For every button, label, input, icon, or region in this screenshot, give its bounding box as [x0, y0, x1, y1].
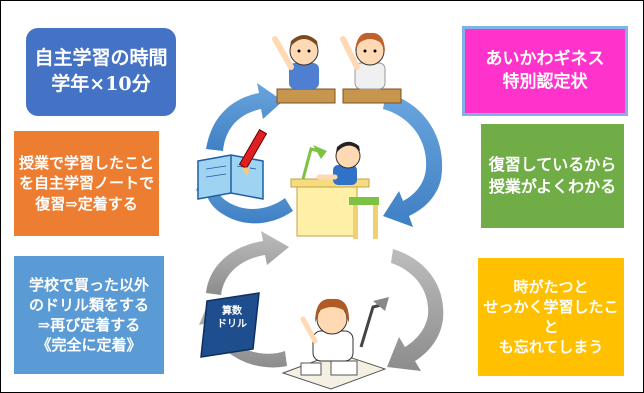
forgetting-line3: も忘れてしまう — [498, 338, 604, 357]
arrow-students-to-desk — [383, 93, 443, 227]
forgetting-line1: 時がたつと — [513, 277, 589, 296]
review-line2: を自主学習ノートで — [18, 174, 154, 193]
notebook-pencil-icon — [197, 128, 268, 200]
award-certificate-box: あいかわギネス 特別認定状 — [462, 26, 628, 116]
drills-line2: のドリル類をする — [28, 295, 149, 314]
review-line1: 授業で学習したこと — [18, 154, 154, 173]
forgetting-line2: せっかく学習したこと — [483, 297, 619, 336]
drill-book-line1: 算数 — [222, 306, 242, 317]
drills-line1: 学校で買った以外 — [28, 275, 149, 294]
drills-line4: 《完全に定着》 — [36, 336, 142, 355]
drills-line3: ⇒再び定着する — [37, 316, 141, 334]
drill-book-line2: ドリル — [217, 319, 247, 330]
review-in-notebook-box: 授業で学習したこと を自主学習ノートで 復習⇒定着する — [14, 131, 159, 236]
award-line2: 特別認定状 — [502, 72, 588, 92]
arrow-desk-to-notebook — [196, 161, 293, 224]
girl-doing-drill-illustration — [281, 297, 389, 390]
award-line1: あいかわギネス — [485, 49, 605, 70]
study-time-box: 自主学習の時間 学年×10分 — [26, 28, 176, 116]
students-raising-hands-illustration — [272, 32, 402, 104]
child-studying-at-desk-illustration — [290, 141, 379, 239]
study-time-line2: 学年×10分 — [51, 73, 151, 95]
understand-class-box: 復習しているから 授業がよくわかる — [481, 124, 624, 228]
review-line3: 復習⇒定着する — [35, 194, 138, 213]
forgetting-box: 時がたつと せっかく学習したこと も忘れてしまう — [478, 258, 624, 376]
drill-book-label: 算数 ドリル — [207, 305, 257, 331]
understand-line1: 復習しているから — [488, 155, 617, 175]
arrow-drillbook-to-desk — [206, 231, 289, 295]
understand-line2: 授業がよくわかる — [488, 177, 617, 196]
extra-drills-box: 学校で買った以外 のドリル類をする ⇒再び定着する 《完全に定着》 — [14, 256, 164, 374]
arrow-desk-to-girl — [387, 249, 444, 371]
drill-book-icon — [200, 292, 260, 358]
study-time-line1: 自主学習の時間 — [34, 47, 168, 70]
arrow-notebook-to-students — [206, 83, 283, 151]
